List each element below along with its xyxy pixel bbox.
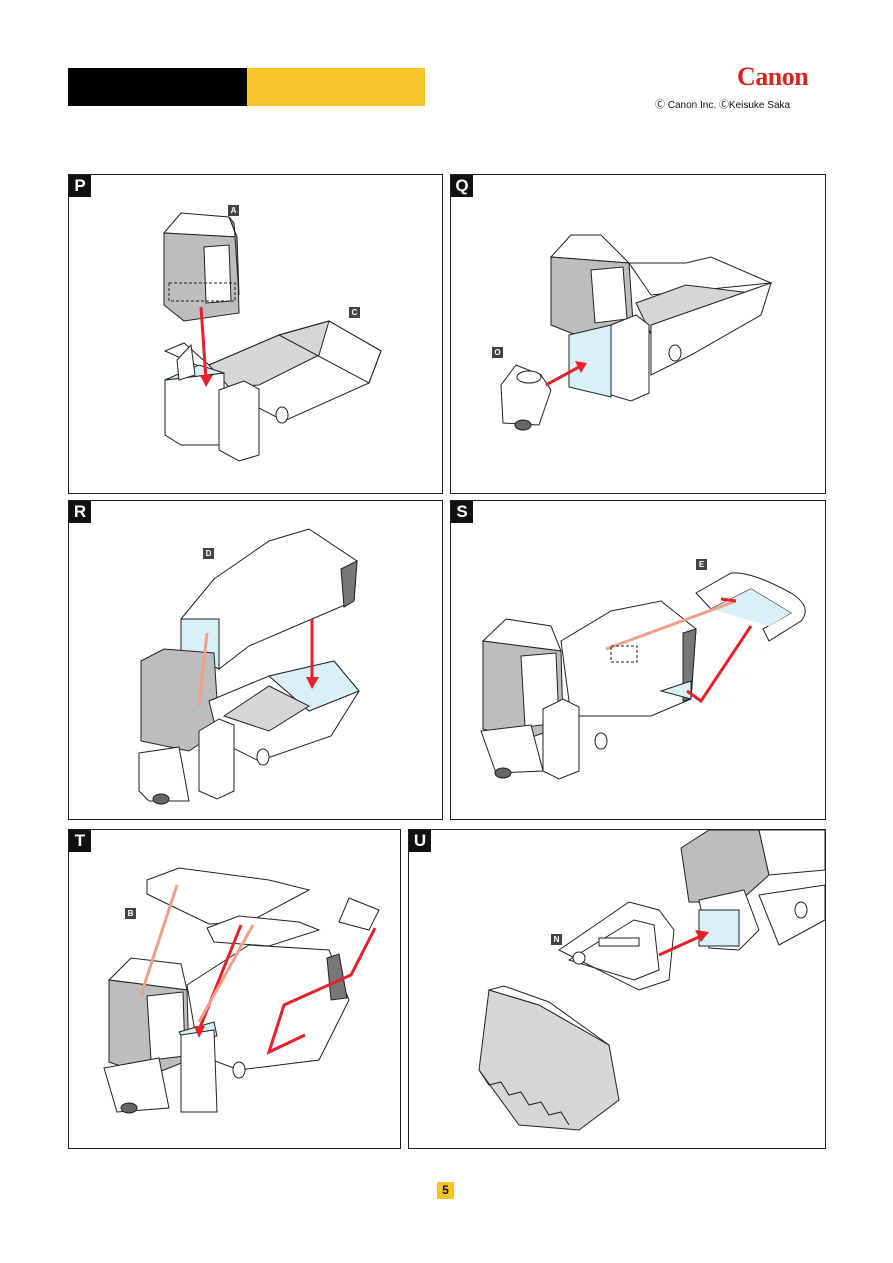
panel-letter: Q: [451, 175, 473, 197]
part-tag: B: [125, 908, 136, 919]
part-tag: N: [551, 934, 562, 945]
panel-letter: P: [69, 175, 91, 197]
brand-logo: Canon: [737, 62, 809, 91]
part-tag: E: [696, 559, 707, 570]
page-number: 5: [437, 1182, 454, 1199]
copyright-text: Ⓒ Canon Inc. ⒸKeisuke Saka: [655, 100, 791, 111]
part-tag: O: [492, 347, 503, 358]
panel-s: S E: [450, 500, 826, 820]
panel-p: P A C: [68, 174, 443, 494]
assembly-diagram: [480, 572, 806, 780]
assembly-diagram: [138, 528, 360, 805]
header-bar-black: [68, 68, 247, 106]
panel-letter: R: [69, 501, 91, 523]
panel-letter: U: [409, 830, 431, 852]
assembly-diagram: [162, 212, 382, 462]
panel-letter: T: [69, 830, 91, 852]
panel-r: R D: [68, 500, 443, 820]
panel-u: U N: [408, 829, 826, 1149]
panel-t: T B: [68, 829, 401, 1149]
part-tag: A: [228, 205, 239, 216]
panel-letter: S: [451, 501, 473, 523]
assembly-diagram: [478, 830, 825, 1131]
header-bar-yellow: [247, 68, 425, 106]
assembly-diagram: [103, 867, 380, 1114]
part-tag: C: [349, 307, 360, 318]
panel-q: Q O: [450, 174, 826, 494]
assembly-diagram: [500, 234, 773, 431]
part-tag: D: [203, 548, 214, 559]
